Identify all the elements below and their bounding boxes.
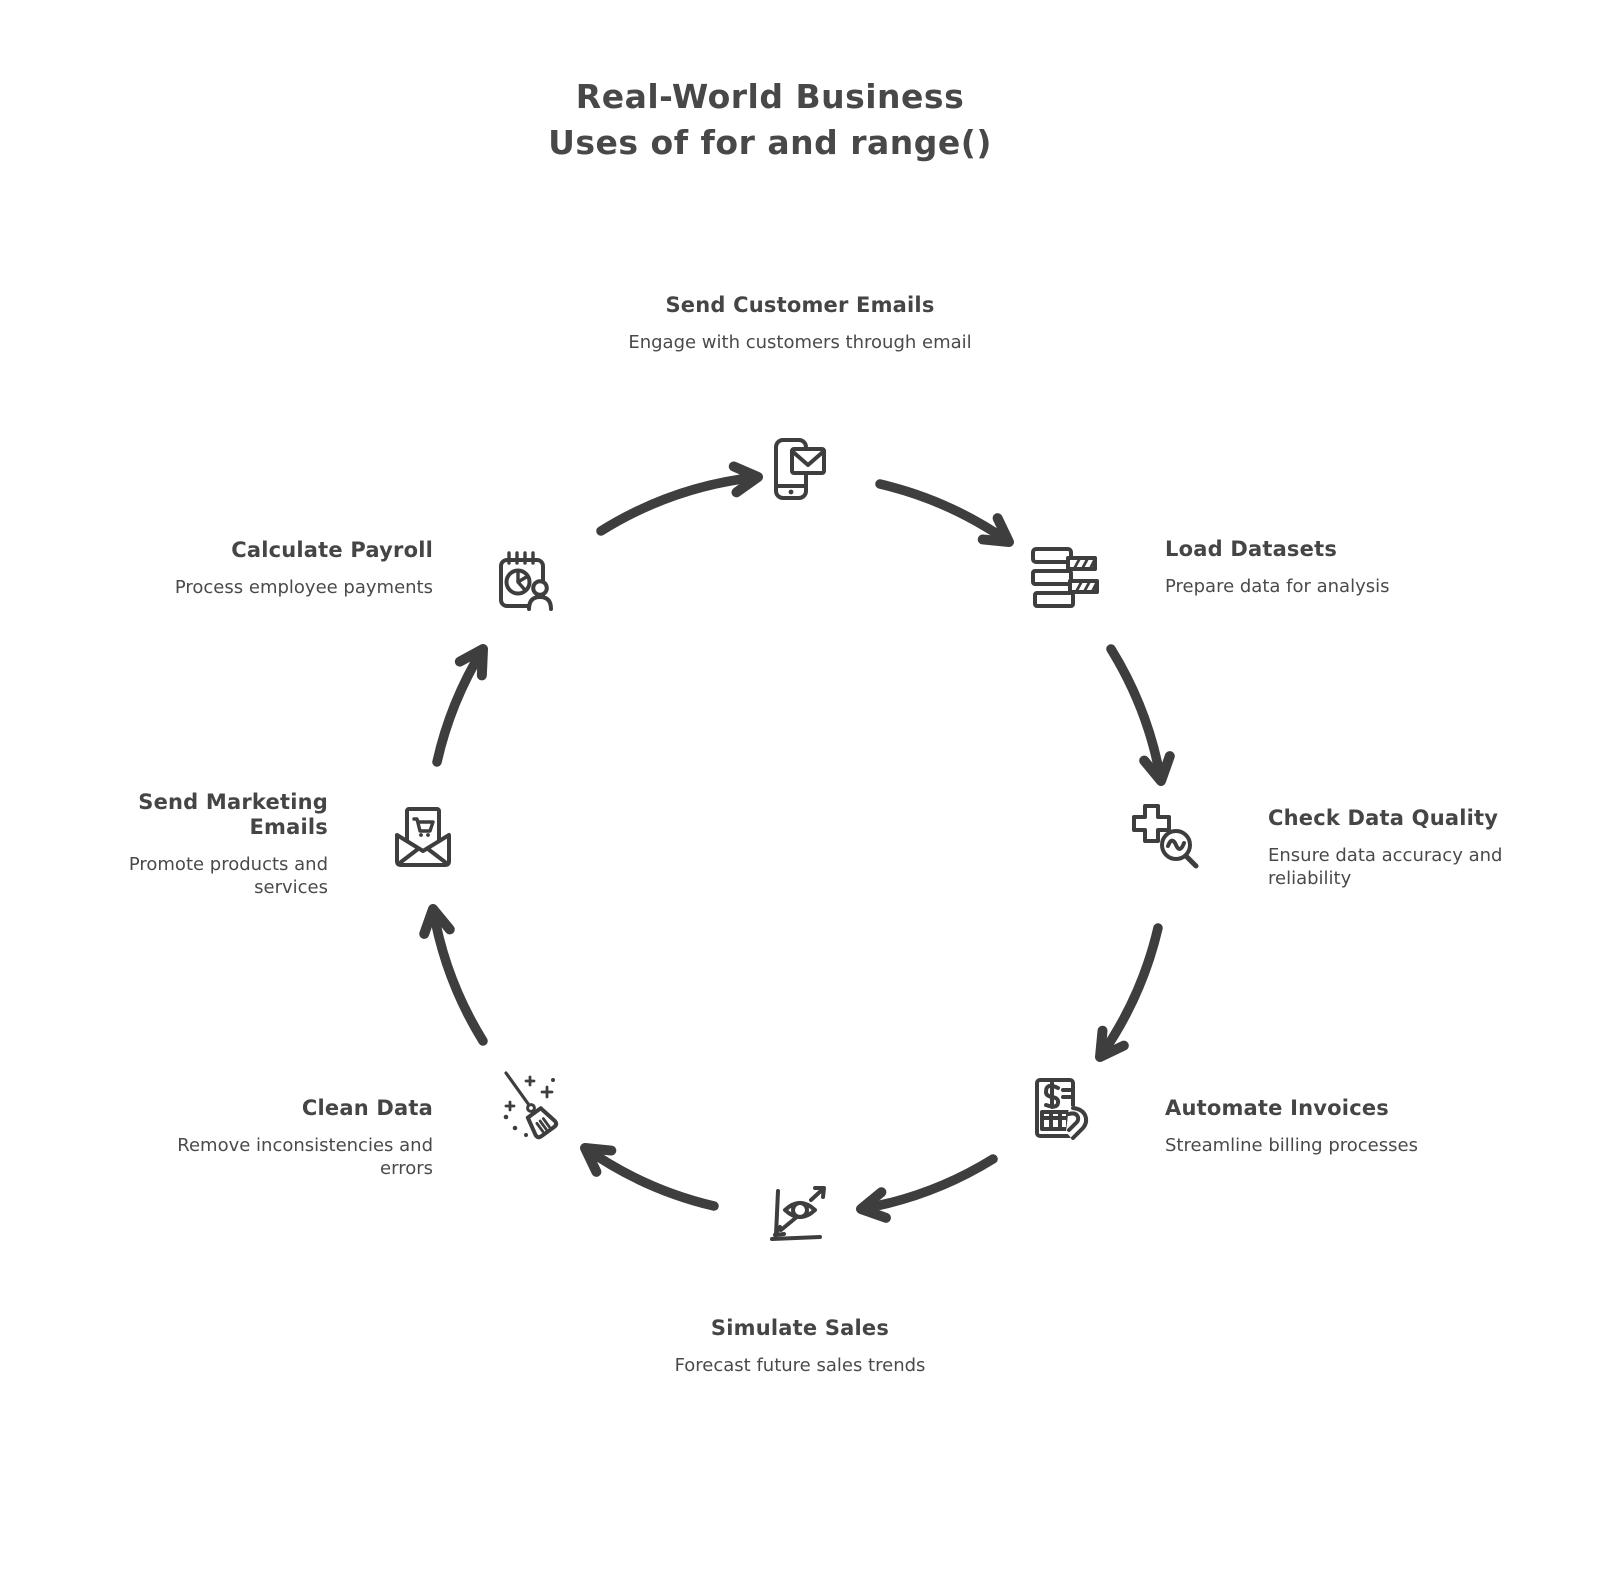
arrow-customer-to-datasets xyxy=(875,479,1014,547)
arrow-clean-to-marketing xyxy=(419,904,488,1046)
arrow-simulate-to-clean xyxy=(580,1143,719,1211)
arrow-marketing-to-payroll xyxy=(432,644,488,767)
node-send-customer-emails: Send Customer Emails Engage with custome… xyxy=(600,293,1000,354)
node-desc: Process employee payments xyxy=(174,577,433,599)
arrow-quality-to-invoices xyxy=(1095,923,1163,1062)
node-desc: Engage with customers through email xyxy=(628,332,972,354)
node-clean-data: Clean Data Remove inconsistencies and er… xyxy=(165,1096,433,1180)
stacked-data-icon xyxy=(1031,547,1099,608)
node-title: Simulate Sales xyxy=(710,1316,890,1340)
calendar-pie-person-icon xyxy=(499,551,553,611)
node-check-data-quality: Check Data Quality Ensure data accuracy … xyxy=(1268,806,1530,890)
arrow-datasets-to-quality xyxy=(1106,644,1175,786)
node-desc: Promote products and services xyxy=(128,854,328,899)
invoice-hand-icon xyxy=(1035,1078,1089,1140)
node-title: Send Marketing Emails xyxy=(138,790,328,840)
broom-sparkles-icon xyxy=(503,1071,559,1140)
node-load-datasets: Load Datasets Prepare data for analysis xyxy=(1165,537,1475,598)
node-title: Load Datasets xyxy=(1165,537,1338,561)
page-title: Real-World Business Uses of for and rang… xyxy=(470,74,1070,166)
node-calculate-payroll: Calculate Payroll Process employee payme… xyxy=(152,538,433,599)
node-desc: Prepare data for analysis xyxy=(1165,576,1390,598)
page-title-line2: Uses of for and range() xyxy=(548,123,992,163)
page-title-line1: Real-World Business xyxy=(575,77,965,116)
node-simulate-sales: Simulate Sales Forecast future sales tre… xyxy=(600,1316,1000,1377)
envelope-cart-icon xyxy=(395,807,451,867)
node-title: Clean Data xyxy=(301,1096,433,1120)
node-title: Send Customer Emails xyxy=(665,293,935,317)
node-automate-invoices: Automate Invoices Streamline billing pro… xyxy=(1165,1096,1495,1157)
forecast-eye-chart-icon xyxy=(770,1186,826,1241)
health-cross-magnifier-icon xyxy=(1132,804,1199,869)
node-desc: Forecast future sales trends xyxy=(674,1355,926,1377)
arrow-payroll-to-customer xyxy=(596,461,763,536)
node-title: Automate Invoices xyxy=(1165,1096,1389,1120)
node-send-marketing-emails: Send Marketing Emails Promote products a… xyxy=(113,790,328,899)
node-desc: Remove inconsistencies and errors xyxy=(177,1135,433,1180)
node-desc: Ensure data accuracy and reliability xyxy=(1268,845,1503,890)
node-title: Check Data Quality xyxy=(1268,806,1499,830)
arrow-invoices-to-simulate xyxy=(856,1154,998,1223)
phone-email-icon xyxy=(774,438,826,500)
node-desc: Streamline billing processes xyxy=(1165,1135,1418,1157)
node-title: Calculate Payroll xyxy=(231,538,433,562)
